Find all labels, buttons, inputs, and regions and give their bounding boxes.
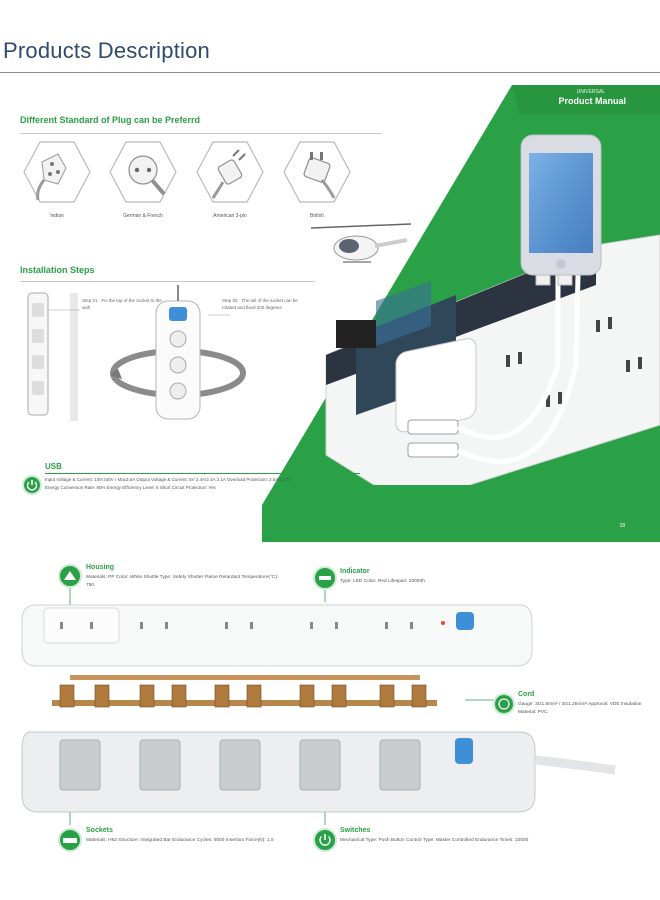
installation-illustration bbox=[27, 285, 246, 421]
plug-section-title: Different Standard of Plug can be Prefer… bbox=[20, 115, 201, 125]
plug-label-british: British bbox=[310, 213, 324, 219]
installation-section-title: Installation Steps bbox=[20, 265, 95, 275]
cord-body: Gauge: 3G1.5mm² / 3G1.25mm² Approval: VD… bbox=[518, 702, 642, 715]
housing-body: Materials: PP Color: White Shuttle Type:… bbox=[86, 575, 279, 588]
installation-section-rule bbox=[20, 281, 315, 282]
power-icon bbox=[22, 475, 42, 495]
cord-icon bbox=[493, 693, 515, 715]
switches-icon bbox=[313, 828, 337, 852]
housing-title: Housing bbox=[86, 564, 114, 571]
usb-title: USB bbox=[45, 462, 62, 471]
plug-label-german: German & French bbox=[123, 213, 163, 219]
switches-title: Switches bbox=[340, 827, 371, 834]
cord-title: Cord bbox=[518, 691, 535, 698]
switches-body: Mechanical Type: Push Button Control Typ… bbox=[340, 838, 529, 843]
plug-label-american: American 3-pin bbox=[213, 213, 247, 219]
plug-label-indian: Indian bbox=[50, 213, 64, 219]
indicator-title: Indicator bbox=[340, 568, 370, 575]
manual-header-small: UNIVERSAL bbox=[576, 89, 605, 95]
power-strip-with-phone-illustration bbox=[310, 134, 660, 485]
sockets-title: Sockets bbox=[86, 827, 113, 834]
page-number: 18 bbox=[619, 523, 625, 529]
plug-section-rule bbox=[20, 133, 382, 134]
installation-step-2: Step 02 · The tail of the socket can be … bbox=[222, 298, 298, 310]
installation-step-1: Step 01 · Fix the top of the socket to t… bbox=[82, 298, 162, 310]
indian-plug-icon bbox=[23, 141, 91, 203]
exploded-view-panel: Housing Materials: PP Color: White Shutt… bbox=[0, 550, 660, 900]
usb-rule bbox=[45, 473, 360, 474]
british-plug-icon bbox=[283, 141, 351, 203]
indicator-icon bbox=[313, 566, 337, 590]
page-title: Products Description bbox=[3, 38, 210, 63]
indicator-body: Type: LED Color: Red Lifespan: 20000h bbox=[340, 579, 425, 584]
title-divider bbox=[0, 72, 660, 73]
sockets-body: Materials: H62 Structure: Integrated Bar… bbox=[86, 838, 274, 843]
german-plug-icon bbox=[109, 141, 177, 203]
american-plug-icon bbox=[196, 141, 264, 203]
manual-header-title: Product Manual bbox=[558, 96, 626, 106]
usb-specs: Input Voltage & Current: 100-240V / Max3… bbox=[45, 477, 292, 490]
sockets-icon bbox=[58, 828, 82, 852]
housing-icon bbox=[58, 564, 82, 588]
exploded-power-strip-illustration bbox=[21, 584, 616, 825]
product-manual-panel: UNIVERSAL Product Manual Different Stand… bbox=[0, 85, 660, 542]
